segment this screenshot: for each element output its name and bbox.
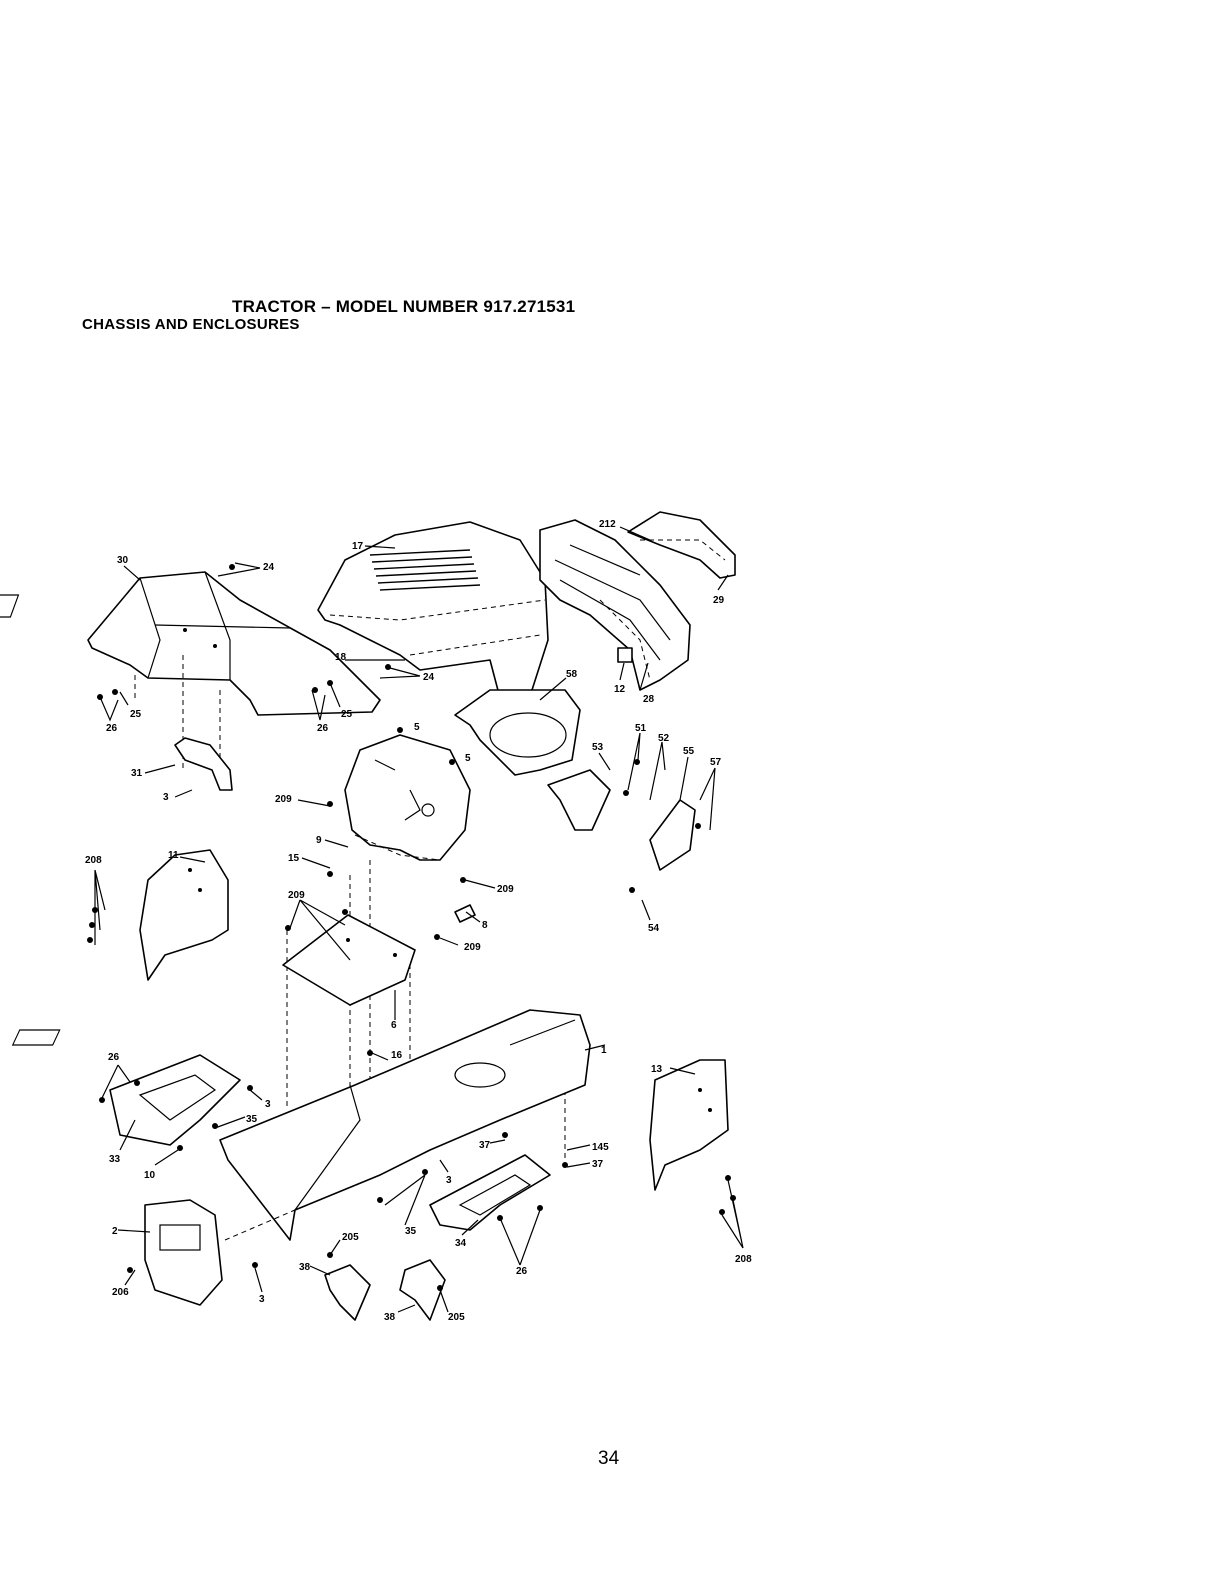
callout-208b: 208 — [735, 1254, 752, 1265]
callout-35b: 35 — [405, 1226, 417, 1237]
callout-8: 8 — [482, 920, 488, 931]
callout-25b: 25 — [341, 709, 353, 720]
callout-5a: 5 — [414, 722, 420, 733]
callout-209a: 209 — [275, 794, 292, 805]
callout-26b: 26 — [317, 723, 329, 734]
callout-2: 2 — [112, 1226, 118, 1237]
callout-57: 57 — [710, 757, 722, 768]
callout-31: 31 — [131, 768, 143, 779]
callout-209d: 209 — [288, 890, 305, 901]
callout-13: 13 — [651, 1064, 663, 1075]
callout-26a: 26 — [106, 723, 118, 734]
bracket-53-part — [548, 770, 610, 830]
callout-206: 206 — [112, 1287, 129, 1298]
callout-29: 29 — [713, 595, 725, 606]
callout-3a: 3 — [163, 792, 169, 803]
callout-24a: 24 — [263, 562, 275, 573]
callout-18: 18 — [335, 652, 347, 663]
callout-26c: 26 — [108, 1052, 120, 1063]
bracket-38a-part — [325, 1265, 370, 1320]
left-side-panel-part — [140, 850, 228, 980]
callout-205a: 205 — [342, 1232, 359, 1243]
dash-panel-part — [345, 735, 470, 860]
callout-51: 51 — [635, 723, 647, 734]
callout-10: 10 — [144, 1170, 156, 1181]
callout-3b: 3 — [265, 1099, 271, 1110]
callout-55: 55 — [683, 746, 695, 757]
bracket-55-part — [650, 800, 695, 870]
callout-209b: 209 — [497, 884, 514, 895]
callout-54: 54 — [648, 923, 660, 934]
callout-9: 9 — [316, 835, 322, 846]
callout-58: 58 — [566, 669, 578, 680]
right-side-panel-part — [650, 1060, 728, 1190]
clip-part — [455, 905, 475, 922]
callout-212: 212 — [599, 519, 616, 530]
callout-38b: 38 — [384, 1312, 396, 1323]
callout-38a: 38 — [299, 1262, 311, 1273]
callout-35a: 35 — [246, 1114, 258, 1125]
callout-17: 17 — [352, 541, 364, 552]
callout-26d: 26 — [516, 1266, 528, 1277]
footrest-right-part — [430, 1155, 550, 1230]
callout-37b: 37 — [592, 1159, 604, 1170]
callout-12: 12 — [614, 684, 626, 695]
tray-part — [455, 690, 580, 775]
callout-3c: 3 — [446, 1175, 452, 1186]
callout-205b: 205 — [448, 1312, 465, 1323]
callout-25a: 25 — [130, 709, 142, 720]
callout-11: 11 — [168, 850, 179, 861]
callout-33: 33 — [109, 1154, 121, 1165]
callout-1: 1 — [601, 1045, 607, 1056]
callout-16: 16 — [391, 1050, 403, 1061]
callout-209c: 209 — [464, 942, 481, 953]
callout-30: 30 — [117, 555, 129, 566]
callout-37a: 37 — [479, 1140, 491, 1151]
callout-3d: 3 — [259, 1294, 265, 1305]
callout-15: 15 — [288, 853, 300, 864]
page-number: 34 — [598, 1448, 619, 1470]
bracket-12-part — [618, 648, 632, 662]
bracket-31-part — [175, 738, 232, 790]
callout-5b: 5 — [465, 753, 471, 764]
rear-panel-part — [145, 1200, 222, 1305]
callout-53: 53 — [592, 742, 604, 753]
main-frame-part — [13, 1010, 590, 1240]
callout-6: 6 — [391, 1020, 397, 1031]
callout-34: 34 — [455, 1238, 467, 1249]
fender-part — [0, 572, 380, 715]
callout-28: 28 — [643, 694, 655, 705]
callout-208a: 208 — [85, 855, 102, 866]
callout-145: 145 — [592, 1142, 609, 1153]
callout-52: 52 — [658, 733, 670, 744]
callout-24b: 24 — [423, 672, 435, 683]
